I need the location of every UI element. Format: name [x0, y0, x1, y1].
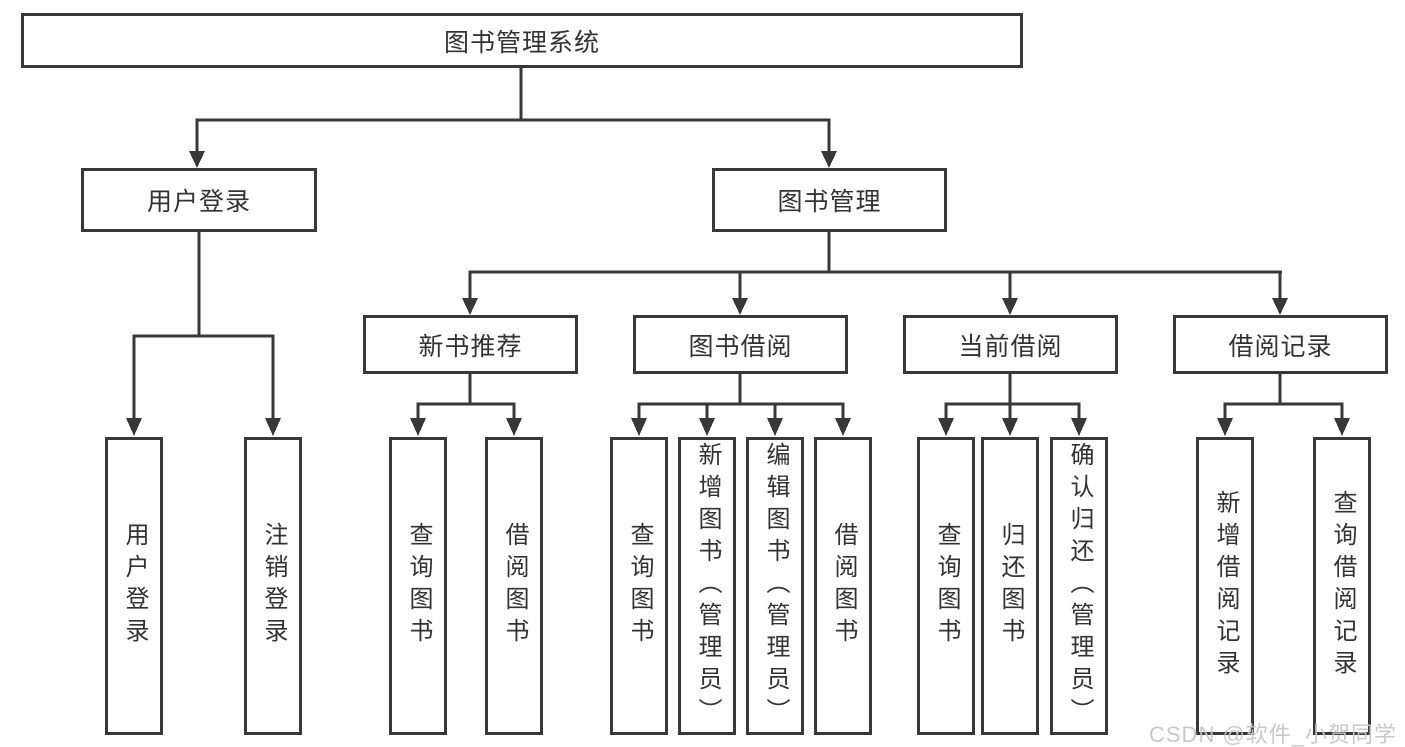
- arrowhead: [699, 418, 715, 436]
- node-user-login: 用户登录: [81, 168, 317, 232]
- leaf-borrowing-query-books: 查询图书: [610, 437, 668, 735]
- arrowhead: [938, 418, 954, 436]
- arrowhead: [631, 418, 647, 436]
- arrowhead: [732, 298, 748, 315]
- leaf-edit-books-admin: 编辑图书（管理员）: [746, 437, 804, 735]
- arrowhead: [126, 418, 142, 436]
- arrowhead: [767, 418, 783, 436]
- node-borrowing-records: 借阅记录: [1173, 315, 1388, 374]
- csdn-watermark: CSDN @软件_小贺同学: [1149, 722, 1398, 747]
- leaf-recommend-borrow-books: 借阅图书: [485, 437, 543, 735]
- arrowhead: [410, 418, 426, 436]
- leaf-confirm-return-admin: 确认归还（管理员）: [1050, 437, 1108, 735]
- connector-book-management-children: [462, 232, 1288, 315]
- arrowhead: [1217, 418, 1233, 436]
- node-book-borrowing: 图书借阅: [633, 315, 848, 374]
- arrowhead: [1071, 418, 1087, 436]
- leaf-recommend-query-books: 查询图书: [389, 437, 447, 735]
- leaf-return-books: 归还图书: [981, 437, 1039, 735]
- leaf-add-books-admin: 新增图书（管理员）: [678, 437, 736, 735]
- arrowhead: [506, 418, 522, 436]
- node-library-system: 图书管理系统: [21, 13, 1023, 68]
- node-current-borrowing: 当前借阅: [903, 315, 1118, 374]
- leaf-current-query-books: 查询图书: [917, 437, 975, 735]
- leaf-borrowing-borrow-books: 借阅图书: [814, 437, 872, 735]
- connector-root-to-level2: [189, 68, 837, 168]
- arrowhead: [189, 151, 205, 168]
- connector-borrowing-children: [631, 374, 851, 436]
- arrowhead: [1002, 298, 1018, 315]
- arrowhead: [265, 418, 281, 436]
- arrowhead: [462, 298, 478, 315]
- arrowhead: [821, 151, 837, 168]
- arrowhead: [835, 418, 851, 436]
- connector-current-borrowing-children: [938, 374, 1087, 436]
- leaf-user-login: 用户登录: [105, 437, 163, 735]
- leaf-logout: 注销登录: [244, 437, 302, 735]
- connector-recommendation-children: [410, 374, 522, 436]
- node-book-management: 图书管理: [712, 168, 947, 232]
- arrowhead: [1334, 418, 1350, 436]
- connector-records-children: [1217, 374, 1350, 436]
- leaf-add-borrow-record: 新增借阅记录: [1196, 437, 1254, 735]
- arrowhead: [1272, 298, 1288, 315]
- node-new-book-recommendation: 新书推荐: [363, 315, 578, 374]
- connector-user-login-children: [126, 232, 281, 436]
- arrowhead: [1002, 418, 1018, 436]
- leaf-query-borrow-record: 查询借阅记录: [1313, 437, 1371, 735]
